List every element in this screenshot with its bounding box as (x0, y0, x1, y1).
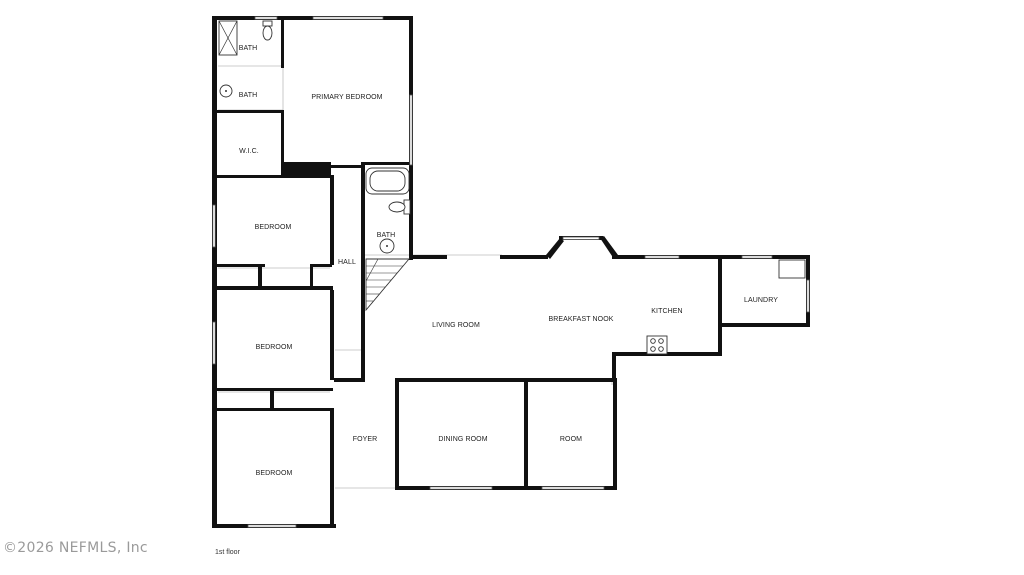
room-label-foyer: FOYER (353, 436, 378, 443)
washer-icon (778, 259, 806, 279)
room-label-bedroom-3: BEDROOM (256, 470, 293, 477)
room-label-hall: HALL (338, 259, 356, 266)
room-labels: BATH BATH PRIMARY BEDROOM W.I.C. BEDROOM… (239, 45, 778, 477)
walls (212, 16, 810, 528)
room-label-breakfast-nook: BREAKFAST NOOK (548, 316, 613, 323)
room-label-bath-3: BATH (377, 232, 396, 239)
room-label-bedroom-1: BEDROOM (255, 224, 292, 231)
interior-dividers (218, 65, 613, 490)
copyright-watermark: ©2026 NEFMLS, Inc (3, 540, 148, 556)
windows (212, 16, 810, 528)
room-label-wic: W.I.C. (239, 148, 259, 155)
room-label-dining-room: DINING ROOM (438, 436, 487, 443)
room-label-living-room: LIVING ROOM (432, 322, 480, 329)
floor-label: 1st floor (215, 549, 240, 556)
room-label-laundry: LAUNDRY (744, 297, 778, 304)
room-label-primary-bedroom: PRIMARY BEDROOM (311, 94, 382, 101)
toilet-icon (262, 20, 273, 27)
room-label-bath-1: BATH (239, 45, 258, 52)
bay-window (546, 236, 618, 259)
stove-icon (646, 335, 668, 355)
room-label-kitchen: KITCHEN (651, 308, 682, 315)
room-label-room: ROOM (560, 436, 582, 443)
fixtures (218, 20, 806, 355)
stairs-icon (365, 258, 410, 312)
room-label-bedroom-2: BEDROOM (256, 344, 293, 351)
room-label-bath-2: BATH (239, 92, 258, 99)
